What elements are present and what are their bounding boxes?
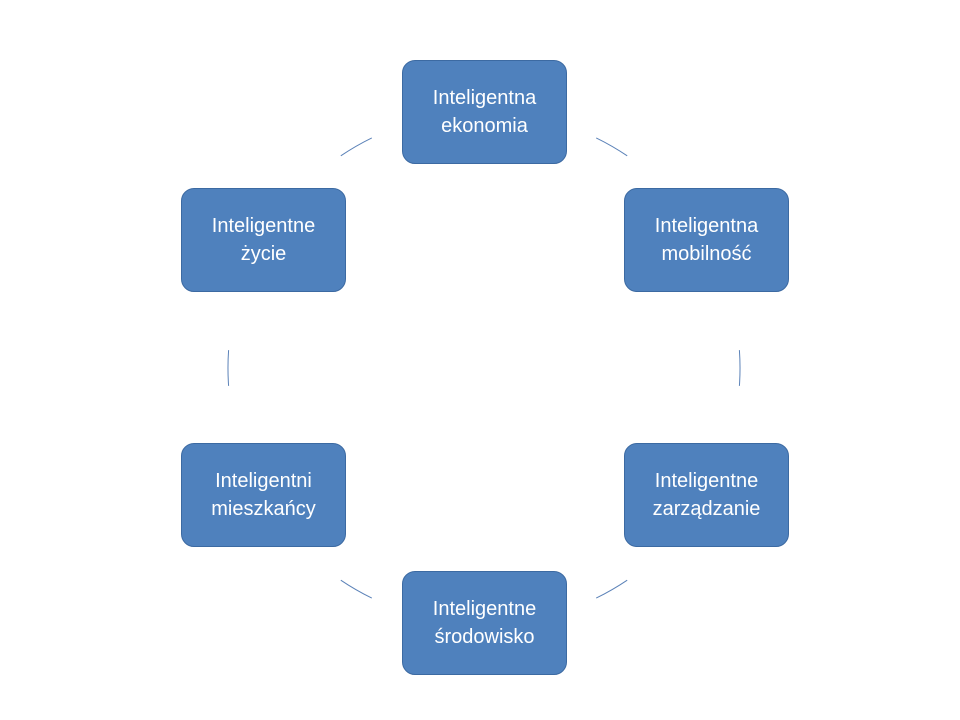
node-inteligentni-mieszkancy: Inteligentni mieszkańcy: [181, 443, 346, 547]
connector-arc: [595, 579, 628, 599]
connector-arc: [340, 579, 373, 599]
node-label: Inteligentna ekonomia: [432, 87, 537, 137]
connector-arc: [595, 137, 628, 157]
connector-arc: [340, 137, 373, 157]
node-label: Inteligentna mobilność: [654, 215, 759, 265]
node-inteligentne-zycie: Inteligentne życie: [181, 188, 346, 292]
cycle-connectors: [227, 137, 741, 599]
node-inteligentna-mobilnosc: Inteligentna mobilność: [624, 188, 789, 292]
connector-arc: [227, 350, 230, 386]
node-label: Inteligentne życie: [211, 215, 316, 265]
node-inteligentna-ekonomia: Inteligentna ekonomia: [402, 60, 567, 164]
node-inteligentne-zarzadzanie: Inteligentne zarządzanie: [624, 443, 789, 547]
node-inteligentne-srodowisko: Inteligentne środowisko: [402, 571, 567, 675]
node-label: Inteligentne środowisko: [432, 598, 537, 648]
node-label: Inteligentni mieszkańcy: [211, 470, 316, 520]
connector-arc: [738, 350, 741, 386]
node-label: Inteligentne zarządzanie: [652, 470, 761, 520]
